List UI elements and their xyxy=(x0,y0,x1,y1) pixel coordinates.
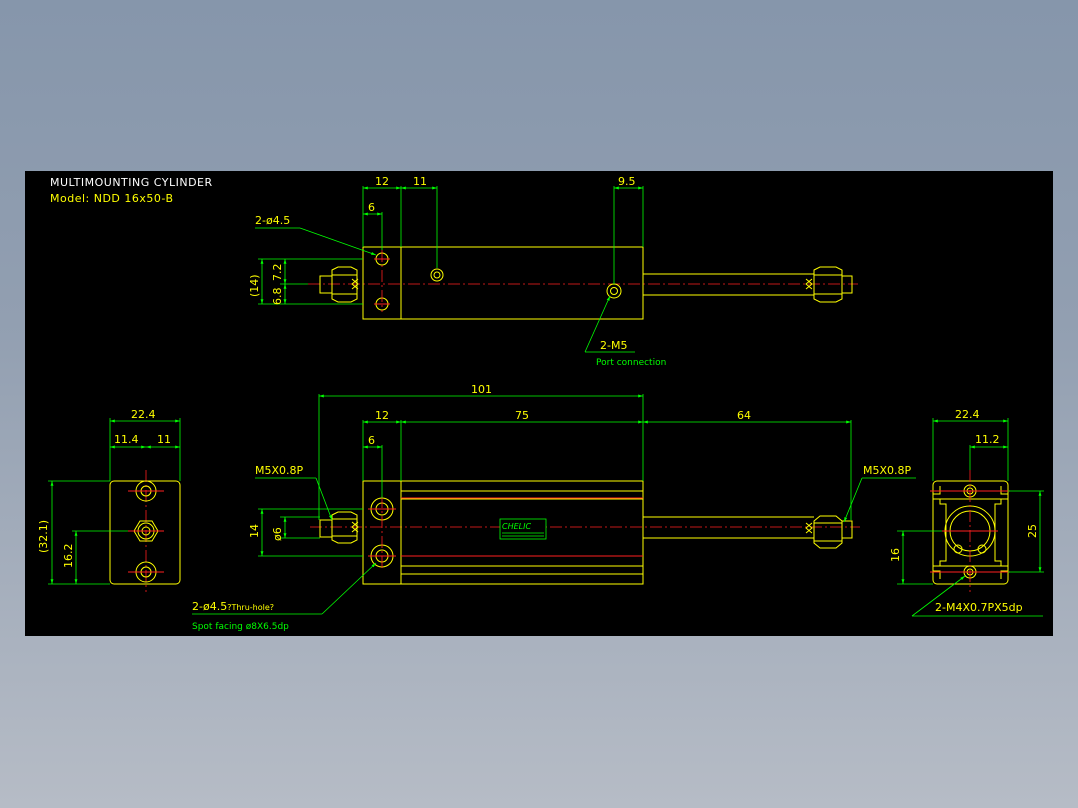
right-dim-11-2: 11.2 xyxy=(975,433,1000,446)
front-dim-6: 6 xyxy=(368,434,375,447)
front-dim-64: 64 xyxy=(737,409,751,422)
top-right-nut xyxy=(813,266,843,303)
drawing-title: MULTIMOUNTING CYLINDER xyxy=(50,176,213,189)
front-dim-phi6: ø6 xyxy=(271,527,284,541)
top-dim-12: 12 xyxy=(375,175,389,188)
right-dim-25: 25 xyxy=(1026,524,1039,538)
front-dim-12: 12 xyxy=(375,409,389,422)
top-body xyxy=(362,246,644,320)
left-dim-11: 11 xyxy=(157,433,171,446)
top-dim-9-5: 9.5 xyxy=(618,175,636,188)
brand-plate xyxy=(499,518,547,540)
left-dim-11-4: 11.4 xyxy=(114,433,139,446)
top-port-left xyxy=(430,268,444,282)
front-right-nut xyxy=(813,515,843,549)
drawing-model: Model: NDD 16x50-B xyxy=(50,192,174,205)
top-dim-14: (14) xyxy=(248,274,261,297)
drawing-area xyxy=(25,171,1053,636)
right-tap-label: 2-M4X0.7PX5dp xyxy=(935,601,1023,614)
front-dim-101: 101 xyxy=(471,383,492,396)
front-left-nut xyxy=(331,511,358,544)
front-view: CHELIC 101 12 75 64 6 14 ø6 M5X0.8P M5X0… xyxy=(192,383,916,632)
right-end-view: 22.4 11.2 25 16 2-M4X0.7PX5dp xyxy=(889,408,1044,617)
top-view: 12 11 6 9.5 (14) 6.8 7.2 2-ø4.5 2-M5 Por… xyxy=(248,175,858,368)
left-dim-22-4: 22.4 xyxy=(131,408,156,421)
right-dim-16: 16 xyxy=(889,548,902,562)
top-left-nut xyxy=(331,266,358,303)
top-dim-6-8: 6.8 xyxy=(271,288,284,306)
right-end-plate xyxy=(932,480,1009,585)
front-holes-label: 2-ø4.5?Thru-hole? xyxy=(192,600,274,613)
top-dim-11: 11 xyxy=(413,175,427,188)
front-body xyxy=(362,480,644,585)
front-thread-right-label: M5X0.8P xyxy=(863,464,912,477)
front-dim-75: 75 xyxy=(515,409,529,422)
top-holes-label: 2-ø4.5 xyxy=(255,214,290,227)
front-thread-left-label: M5X0.8P xyxy=(255,464,304,477)
front-dim-14: 14 xyxy=(248,524,261,538)
left-dim-32-1: (32.1) xyxy=(37,520,50,553)
front-spotface-label: Spot facing ø8X6.5dp xyxy=(192,622,289,632)
brand-text: CHELIC xyxy=(502,522,531,531)
left-dim-16-2: 16.2 xyxy=(62,544,75,569)
top-dim-7-2: 7.2 xyxy=(271,264,284,282)
left-end-view: 22.4 11.4 11 (32.1) 16.2 xyxy=(37,408,181,592)
top-dim-6: 6 xyxy=(368,201,375,214)
top-port-label: 2-M5 xyxy=(600,339,627,352)
top-port-desc: Port connection xyxy=(596,358,666,368)
right-dim-22-4: 22.4 xyxy=(955,408,980,421)
